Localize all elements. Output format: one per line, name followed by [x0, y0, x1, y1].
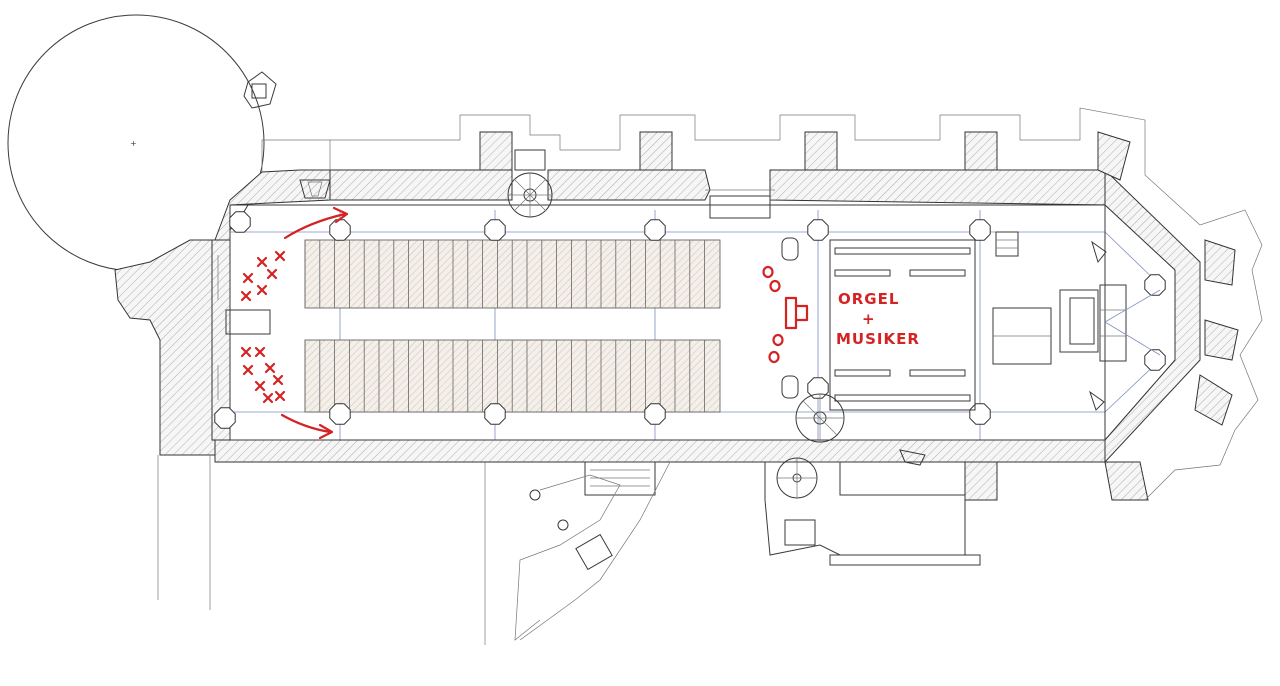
north-door: [705, 189, 775, 219]
column: [969, 403, 991, 425]
column: [484, 403, 506, 425]
x-mark: [254, 380, 266, 392]
spiral-stair-annex: [776, 457, 818, 499]
column: [969, 219, 991, 241]
x-mark: [272, 374, 284, 386]
column: [1144, 349, 1166, 371]
arrow-south: [280, 413, 334, 440]
columns: [214, 211, 1166, 429]
organ-musician-label: ORGEL + MUSIKER: [836, 290, 920, 348]
svg-text:+: +: [130, 139, 137, 148]
x-mark: [264, 362, 276, 374]
label-orgel: ORGEL: [838, 290, 899, 308]
arrow-north: [283, 206, 349, 240]
precinct-outline: [261, 107, 1263, 501]
pew-block: [304, 339, 721, 413]
pew-block: [304, 239, 721, 309]
x-mark: [266, 268, 278, 280]
x-mark: [240, 346, 252, 358]
column: [484, 219, 506, 241]
column: [229, 211, 251, 233]
seating-marks-lower: [240, 346, 286, 404]
spiral-stair-south: [795, 393, 845, 443]
spiral-stair-north: [507, 149, 553, 218]
column: [1144, 274, 1166, 296]
yard-stairs: [514, 461, 671, 641]
x-mark: [240, 290, 252, 302]
x-mark: [254, 346, 266, 358]
choir-area: [781, 231, 1019, 411]
column: [644, 403, 666, 425]
label-musiker: MUSIKER: [836, 330, 920, 348]
column: [329, 403, 351, 425]
church-walls: [211, 131, 1239, 501]
column: [329, 219, 351, 241]
musician-seats: [762, 265, 784, 364]
pews: [304, 239, 721, 413]
x-mark: [242, 364, 254, 376]
seating-marks-upper: [240, 250, 286, 302]
adjacent-structures: [114, 239, 486, 645]
x-mark: [256, 256, 268, 268]
x-mark: [242, 272, 254, 284]
organ-symbol: [784, 296, 809, 330]
column: [644, 219, 666, 241]
column: [214, 407, 236, 429]
label-plus: +: [862, 310, 876, 328]
nave-interior: [217, 204, 1106, 441]
west-entrance: [299, 179, 331, 199]
column: [807, 377, 829, 399]
altar: [992, 240, 1161, 411]
x-mark: [256, 284, 268, 296]
x-mark: [274, 250, 286, 262]
south-annex: [764, 449, 981, 566]
x-mark: [262, 392, 274, 404]
x-mark: [274, 390, 286, 402]
column: [807, 219, 829, 241]
